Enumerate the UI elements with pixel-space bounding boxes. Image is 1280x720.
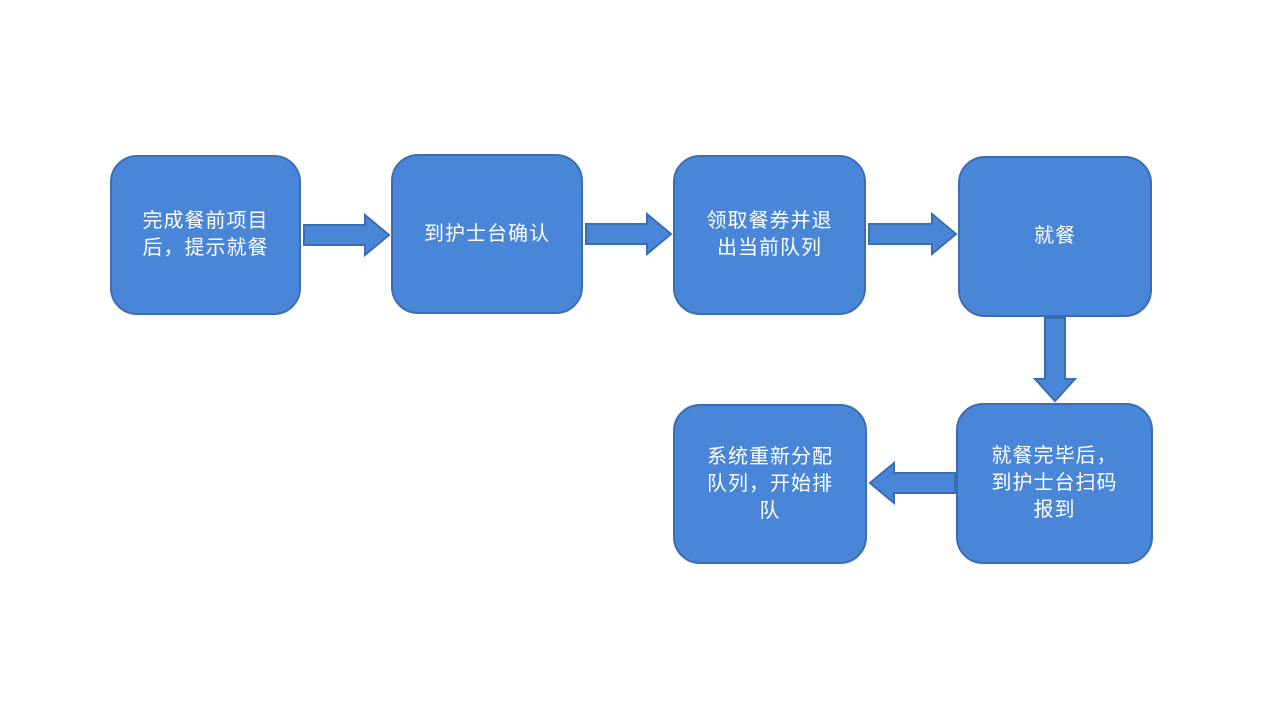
flow-node-step-6-label: 就餐完毕后， 到护士台扫码 报到 (991, 445, 1118, 521)
flow-node-step-1-label: 完成餐前项目 后，提示就餐 (142, 210, 269, 259)
flow-node-step-4: 就餐 (958, 156, 1152, 317)
arrow-left-icon (868, 461, 956, 505)
flow-node-step-2: 到护士台确认 (391, 154, 583, 314)
flow-node-step-3-label: 领取餐券并退 出当前队列 (706, 210, 833, 259)
arrow-right-icon (585, 212, 673, 256)
flow-node-step-3: 领取餐券并退 出当前队列 (673, 155, 866, 315)
flow-node-step-2-label: 到护士台确认 (424, 222, 550, 245)
arrow-right-icon (303, 213, 391, 257)
flow-node-step-6: 就餐完毕后， 到护士台扫码 报到 (956, 403, 1153, 564)
flow-node-step-5-label: 系统重新分配 队列，开始排 队 (707, 445, 833, 522)
arrow-down-icon (1033, 317, 1077, 403)
arrow-right-icon (868, 212, 958, 256)
flow-node-step-5: 系统重新分配 队列，开始排 队 (673, 404, 867, 564)
flow-node-step-1: 完成餐前项目 后，提示就餐 (110, 155, 301, 315)
flow-node-step-4-label: 就餐 (1034, 225, 1076, 247)
